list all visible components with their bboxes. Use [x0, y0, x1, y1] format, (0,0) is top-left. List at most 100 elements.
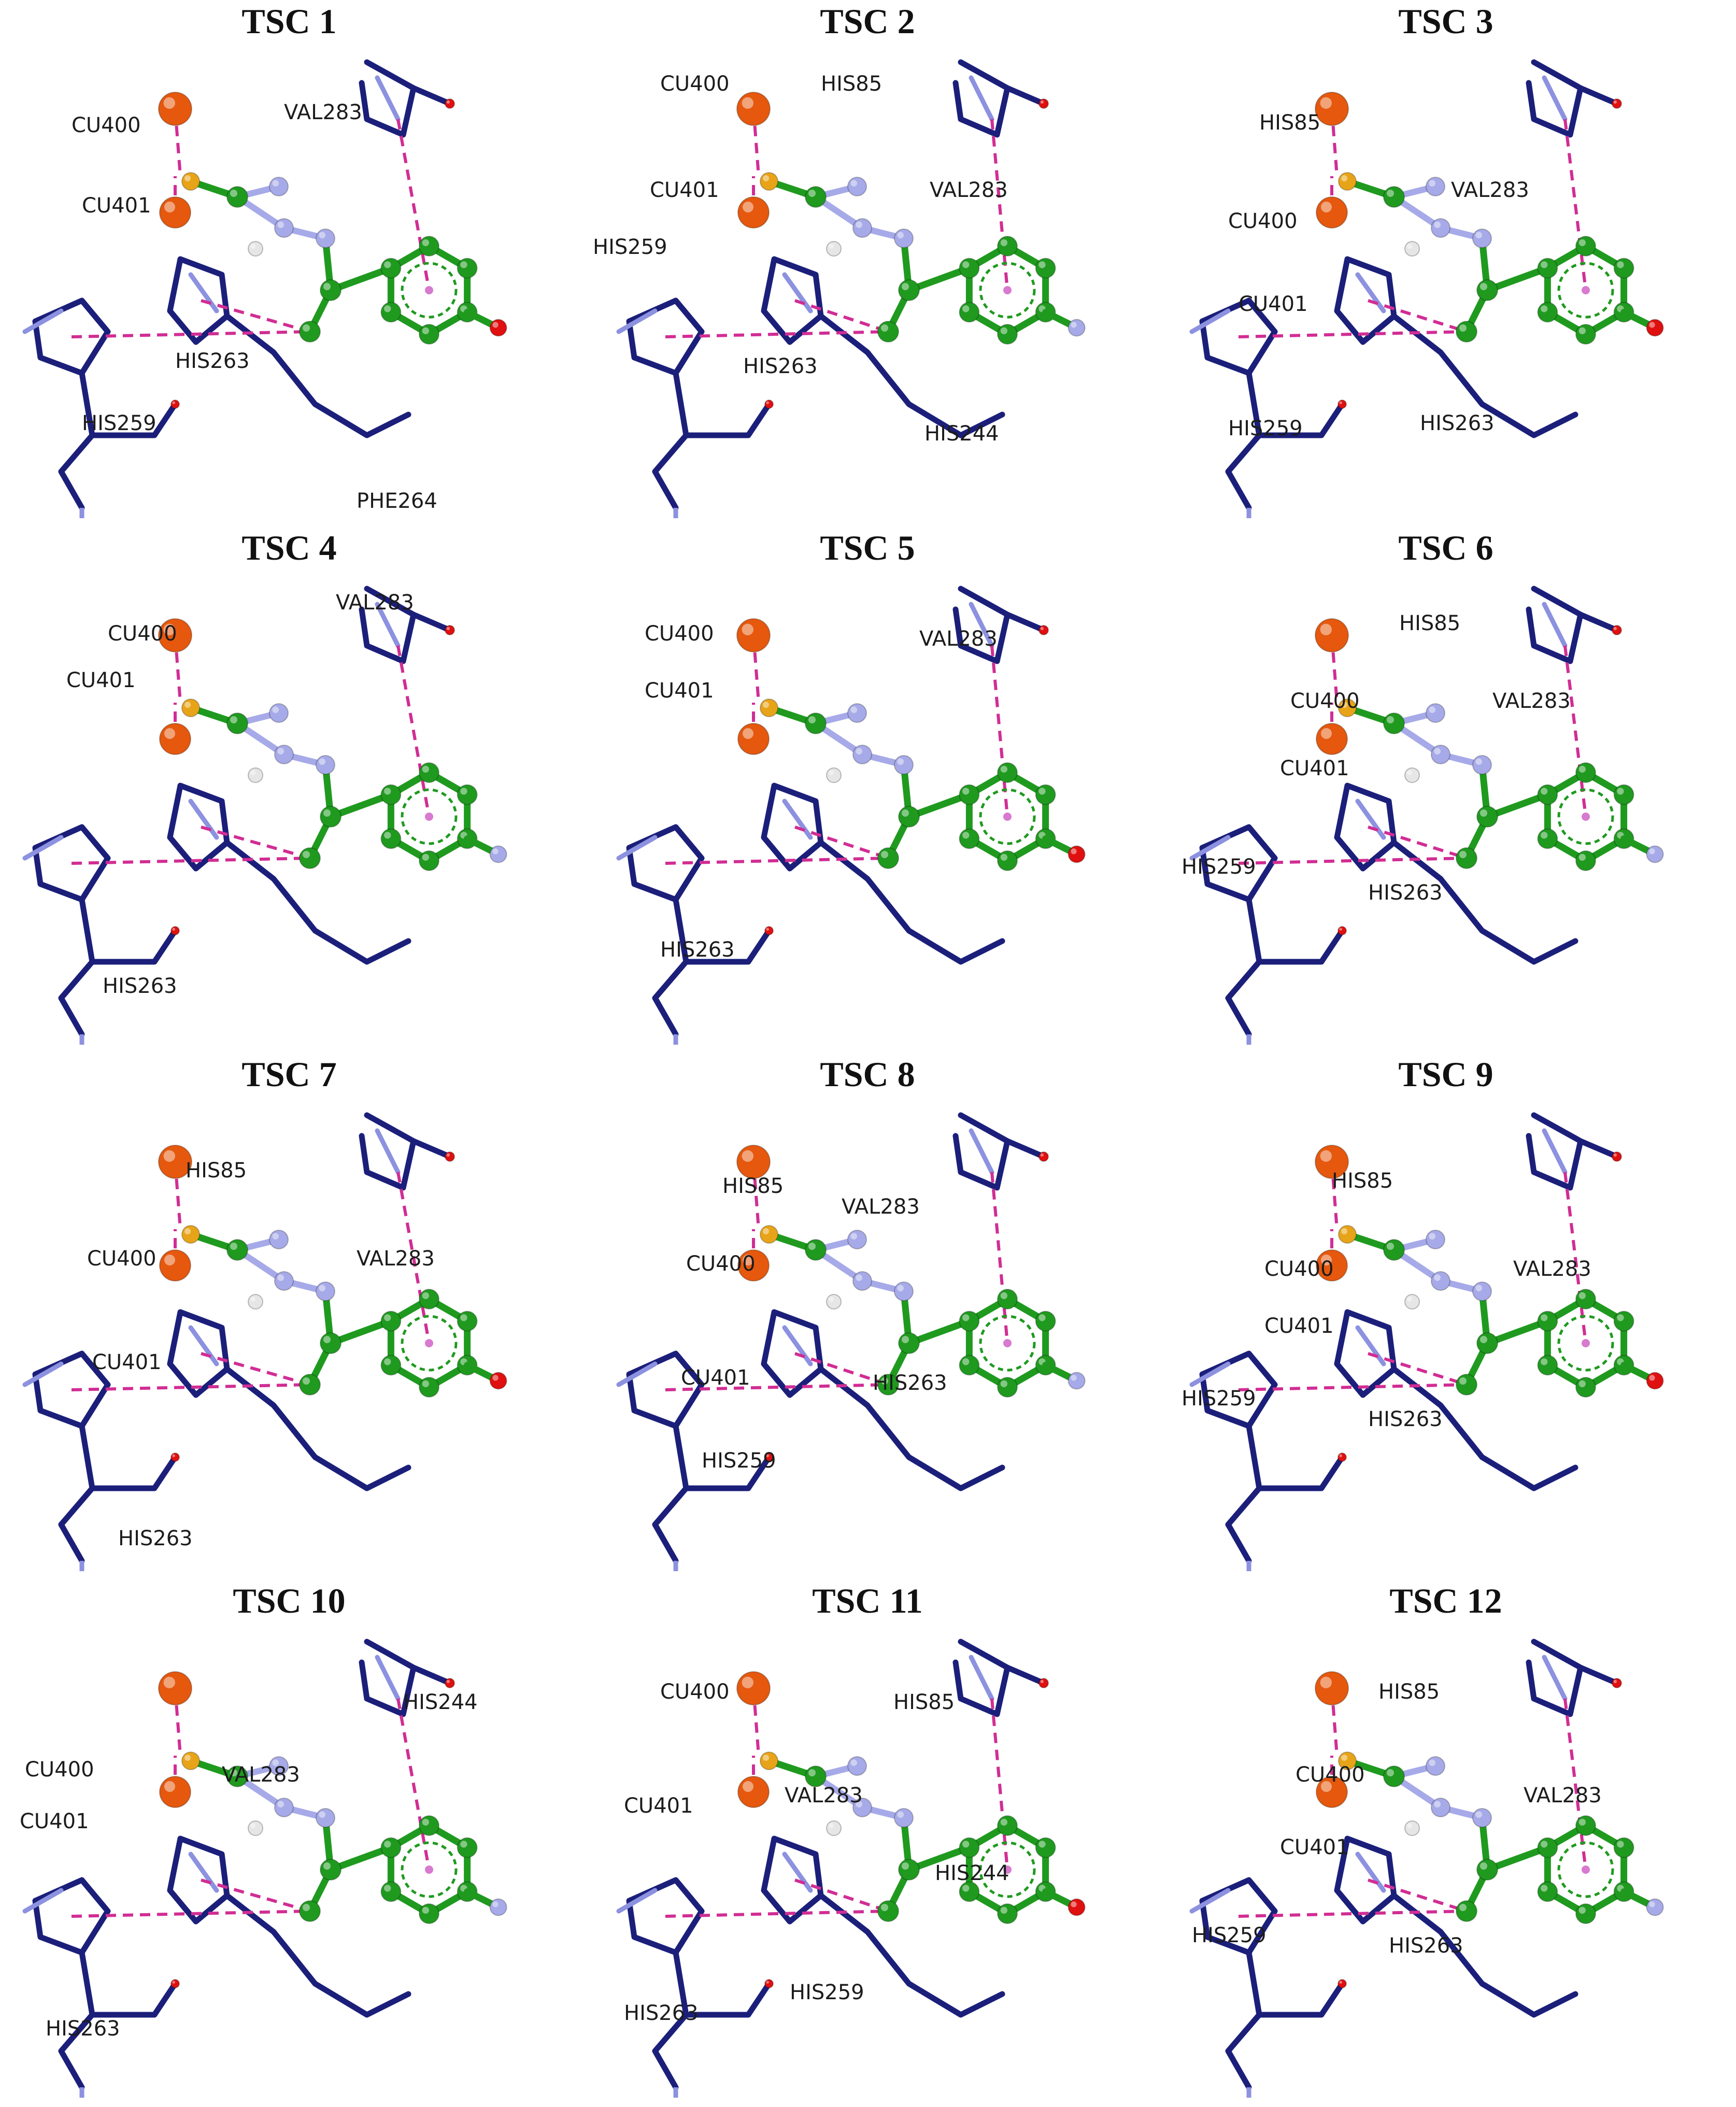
- oxygen-atom: [1337, 1979, 1347, 1988]
- ion-label-cu401: CU401: [1280, 1835, 1349, 1859]
- valine-sticks: [1004, 611, 1047, 633]
- copper-ion: [1315, 618, 1349, 652]
- interaction-line: [201, 1878, 310, 1913]
- sulfur-atom: [760, 1225, 778, 1244]
- copper-ions: [736, 618, 771, 755]
- panel-title: TSC 2: [820, 2, 915, 41]
- ion-label-cu400: CU400: [1228, 209, 1298, 233]
- carbon-atom: [226, 1239, 248, 1261]
- hydrogen-atom: [826, 241, 842, 257]
- ion-label-cu401: CU401: [1264, 1314, 1334, 1338]
- histidine-chain: [58, 1949, 95, 2090]
- residue-label-his263: HIS263: [660, 938, 735, 962]
- nitrogen-atom: [269, 177, 289, 196]
- ion-label-cu401: CU401: [66, 668, 136, 692]
- copper-ions: [158, 1671, 192, 1808]
- carbon-atom: [959, 302, 980, 323]
- residue-light-bond: [22, 835, 64, 861]
- aromatic-ring-center: [1557, 1841, 1614, 1898]
- nitrogen-atom: [894, 229, 914, 248]
- carbon-atom: [997, 324, 1018, 345]
- carbon-atom: [1575, 236, 1596, 257]
- interaction-line: [665, 857, 889, 865]
- copper-ions: [158, 618, 192, 755]
- nitrogen-atom: [1431, 1271, 1450, 1291]
- carbon-atom: [997, 1903, 1018, 1924]
- carbon-atom: [380, 1837, 402, 1858]
- carbon-atom: [1575, 762, 1596, 783]
- residue-light-bond: [1355, 1852, 1386, 1893]
- carbon-atom: [1035, 258, 1056, 279]
- carbon-atom: [380, 828, 402, 849]
- histidine-ring: [626, 1877, 705, 1956]
- carbon-atom: [380, 784, 402, 805]
- ring-centroid: [1582, 1339, 1590, 1347]
- histidine-chain: [1256, 401, 1345, 438]
- interactions: [665, 635, 1009, 865]
- oxygen-atom: [1612, 1151, 1622, 1162]
- nitrogen-atom: [847, 1756, 867, 1776]
- carbon-atom: [226, 186, 248, 208]
- histidine-chain: [1225, 896, 1262, 1037]
- copper-ion: [159, 196, 191, 229]
- carbon-atom: [419, 236, 439, 257]
- residue-light-bond: [969, 1655, 994, 1701]
- interaction-line: [1330, 108, 1339, 177]
- copper-ion: [159, 1776, 191, 1808]
- nitrogen-atom: [1426, 177, 1445, 196]
- nitrogen-atom: [274, 1271, 294, 1291]
- substituent-atom: [489, 319, 507, 337]
- histidine-ring: [1334, 782, 1397, 872]
- residue-label-his263: HIS263: [118, 1527, 193, 1550]
- histidine-chain: [1225, 1423, 1262, 1564]
- residue-light-bond: [188, 272, 219, 314]
- histidine-chain: [58, 1423, 95, 1564]
- carbon-atom: [419, 762, 439, 783]
- nitrogen-atom: [1426, 1756, 1445, 1776]
- valine-sticks: [410, 1664, 453, 1686]
- histidine-chain: [89, 401, 178, 438]
- panel-title: TSC 10: [233, 1581, 346, 1620]
- carbon-atom: [419, 1903, 439, 1924]
- histidine-ring: [1334, 256, 1397, 345]
- residue-label-his244: HIS244: [924, 422, 999, 446]
- ion-label-cu400: CU400: [660, 72, 730, 96]
- histidine-chain: [652, 370, 689, 511]
- oxygen-atom: [1038, 98, 1049, 109]
- residue-light-bond: [22, 1888, 64, 1914]
- histidine-chain: [58, 896, 95, 1037]
- copper-ions: [736, 92, 771, 229]
- ligand: [760, 1752, 1086, 1924]
- ligand: [181, 1752, 507, 1924]
- ion-label-cu401: CU401: [645, 679, 714, 703]
- histidine-chain: [89, 1454, 178, 1491]
- interactions: [71, 1688, 431, 1918]
- sulfur-atom: [760, 1752, 778, 1770]
- carbon-atom: [299, 1374, 321, 1396]
- hydrogen-atom: [826, 1820, 842, 1836]
- ion-label-cu401: CU401: [681, 1366, 750, 1390]
- carbon-atom: [805, 1766, 827, 1787]
- residue-light-bond: [1542, 75, 1568, 122]
- nitrogen-atom: [852, 745, 872, 764]
- bond: [327, 265, 394, 294]
- carbon-atom: [457, 1837, 478, 1858]
- ligand: [181, 1225, 507, 1398]
- residue-light-bond: [616, 308, 658, 334]
- residue-label-val283: VAL283: [1451, 178, 1529, 202]
- copper-ions: [1315, 1145, 1349, 1282]
- histidine-chain: [224, 1892, 411, 2018]
- residue-light-bond: [1542, 1655, 1568, 1701]
- carbon-atom: [1476, 279, 1498, 301]
- residue-label-his259: HIS259: [593, 235, 667, 259]
- interaction-line: [1368, 1352, 1467, 1386]
- interaction-line: [174, 635, 182, 703]
- residue-label-val283: VAL283: [842, 1195, 920, 1219]
- hydrogen-atom: [826, 1294, 842, 1309]
- histidine-ring: [167, 782, 230, 872]
- carbon-atom: [1537, 1355, 1558, 1376]
